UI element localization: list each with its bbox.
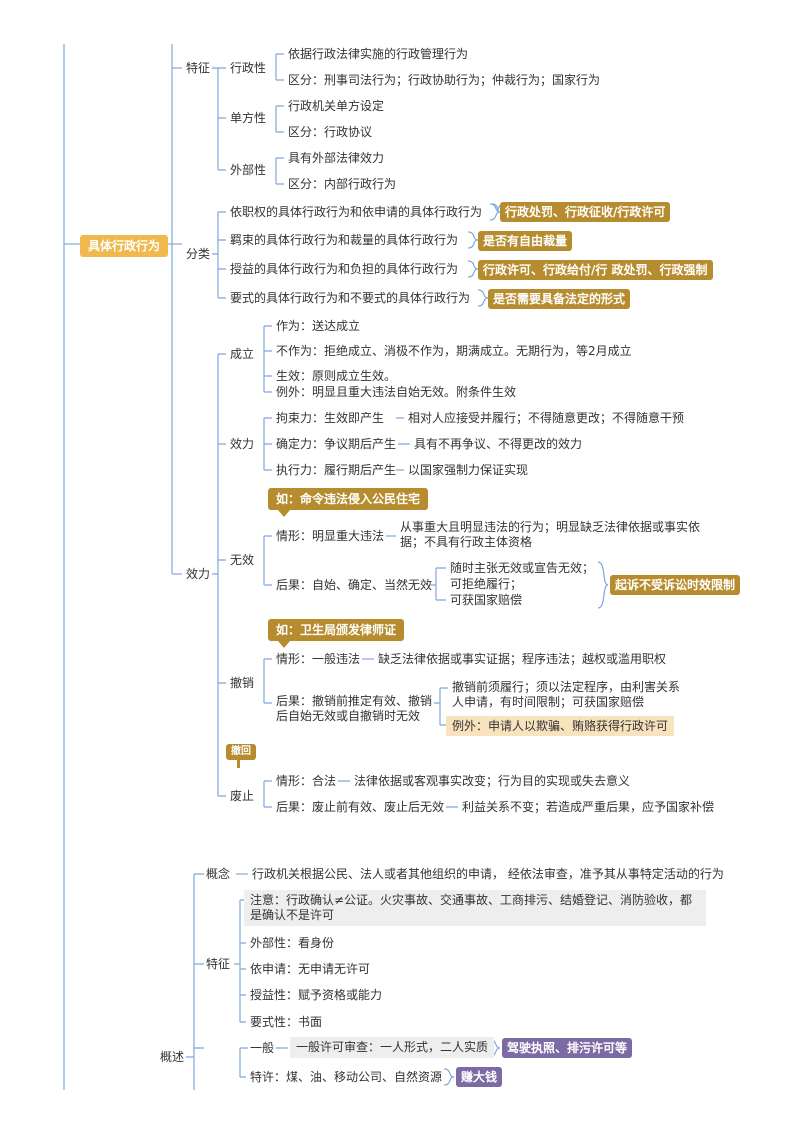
revoke-example-callout: 如：卫生局颁发律师证: [268, 619, 405, 648]
node-license-features[interactable]: 特征: [206, 957, 231, 971]
node-abolition[interactable]: 废止: [230, 789, 255, 803]
class-item-4: 要式的具体行政行为和不要式的具体行政行为: [230, 291, 471, 305]
node-overview[interactable]: 概述: [160, 1050, 185, 1064]
void-situation: 情形：明显重大违法: [276, 529, 385, 543]
void-consequence-1: 随时主张无效或宣告无效；: [450, 561, 595, 575]
formation-1: 作为：送达成立: [276, 319, 361, 333]
leaf-external-2: 区分：内部行政行为: [288, 177, 397, 191]
formation-3: 生效：原则成立生效。: [276, 369, 397, 383]
class-tag-4: 是否需要具备法定的形式: [488, 289, 631, 309]
revoke-consequence: 后果：撤销前推定有效、撤销后自始无效或自撤销时无效: [276, 694, 433, 723]
node-void[interactable]: 无效: [230, 553, 255, 567]
validity-binding-detail: 相对人应接受并履行；不得随意更改；不得随意干预: [408, 411, 685, 425]
special-tag: 赚大钱: [456, 1067, 503, 1087]
validity-binding: 拘束力：生效即产生: [276, 411, 385, 425]
node-administrative[interactable]: 行政性: [230, 61, 267, 75]
general-text: 一般许可审查：一人形式，二人实质: [290, 1037, 495, 1058]
leaf-unilateral-1: 行政机关单方设定: [288, 99, 385, 113]
validity-finality: 确定力：争议期后产生: [276, 437, 397, 451]
abolish-consequence-detail: 利益关系不变；若造成严重后果，应予国家补偿: [462, 800, 715, 814]
abolish-situation-detail: 法律依据或客观事实改变；行为目的实现或失去意义: [354, 774, 631, 788]
class-tag-2: 是否有自由裁量: [478, 231, 573, 251]
concept-text: 行政机关根据公民、法人或者其他组织的申请， 经依法审查，准予其从事特定活动的行为: [252, 867, 724, 881]
node-validity[interactable]: 效力: [230, 437, 255, 451]
leaf-external-1: 具有外部法律效力: [288, 151, 385, 165]
withdraw-pin: 撤回: [226, 744, 256, 768]
class-tag-1: 行政处罚、行政征收/行政许可: [500, 202, 671, 222]
node-concept[interactable]: 概念: [206, 867, 231, 881]
class-item-2: 羁束的具体行政行为和裁量的具体行政行为: [230, 233, 459, 247]
root-node[interactable]: 具体行政行为: [80, 235, 169, 257]
revoke-situation-detail: 缺乏法律依据或事实证据；程序违法；越权或滥用职权: [378, 652, 667, 666]
leaf-admin-2: 区分：刑事司法行为；行政协助行为；仲裁行为；国家行为: [288, 73, 601, 87]
branch-features[interactable]: 特征: [186, 61, 211, 75]
class-tag-3: 行政许可、行政给付/行 政处罚、行政强制: [478, 260, 713, 280]
revoke-consequence-detail: 撤销前须履行；须以法定程序，由利害关系人申请，有时间限制；可获国家赔偿: [452, 680, 681, 709]
revoke-situation: 情形：一般违法: [276, 652, 361, 666]
void-consequence: 后果：自始、确定、当然无效: [276, 578, 433, 592]
special-text: 特许：煤、油、移动公司、自然资源: [250, 1070, 443, 1084]
validity-finality-detail: 具有不再争议、不得更改的效力: [414, 437, 583, 451]
void-situation-detail: 从事重大且明显违法的行为；明显缺乏法律依据或事实依据；不具有行政主体资格: [400, 520, 701, 549]
formation-2: 不作为：拒绝成立、消极不作为，期满成立。无期行为，等2月成立: [276, 344, 632, 358]
void-consequence-3: 可获国家赔偿: [450, 593, 523, 607]
node-general[interactable]: 一般: [250, 1041, 275, 1055]
node-unilateral[interactable]: 单方性: [230, 111, 267, 125]
feature-formal: 要式性：书面: [250, 1015, 323, 1029]
general-tag: 驾驶执照、排污许可等: [502, 1038, 633, 1058]
branch-effect[interactable]: 效力: [186, 567, 211, 581]
validity-enforce-detail: 以国家强制力保证实现: [408, 463, 529, 477]
feature-beneficial: 授益性：赋予资格或能力: [250, 988, 383, 1002]
leaf-unilateral-2: 区分：行政协议: [288, 125, 373, 139]
license-note: 注意：行政确认≠公证。火灾事故、交通事故、工商排污、结婚登记、消防验收，都是确认…: [244, 890, 706, 926]
node-formation[interactable]: 成立: [230, 347, 255, 361]
revoke-exception: 例外：申请人以欺骗、贿赂获得行政许可: [446, 716, 675, 736]
branch-classification[interactable]: 分类: [186, 247, 211, 261]
class-item-3: 授益的具体行政行为和负担的具体行政行为: [230, 262, 459, 276]
node-external[interactable]: 外部性: [230, 163, 267, 177]
void-consequence-2: 可拒绝履行；: [450, 577, 523, 591]
void-tag: 起诉不受诉讼时效限制: [610, 575, 741, 595]
leaf-admin-1: 依据行政法律实施的行政管理行为: [288, 47, 469, 61]
abolish-consequence: 后果：废止前有效、废止后无效: [276, 800, 445, 814]
feature-external: 外部性：看身份: [250, 936, 335, 950]
abolish-situation: 情形：合法: [276, 774, 337, 788]
class-item-1: 依职权的具体行政行为和依申请的具体行政行为: [230, 205, 483, 219]
formation-4: 例外：明显且重大违法自始无效。附条件生效: [276, 385, 517, 399]
node-revocation[interactable]: 撤销: [230, 676, 255, 690]
void-example-callout: 如：命令违法侵入公民住宅: [268, 488, 429, 517]
feature-application: 依申请：无申请无许可: [250, 962, 371, 976]
validity-enforce: 执行力：履行期后产生: [276, 463, 397, 477]
